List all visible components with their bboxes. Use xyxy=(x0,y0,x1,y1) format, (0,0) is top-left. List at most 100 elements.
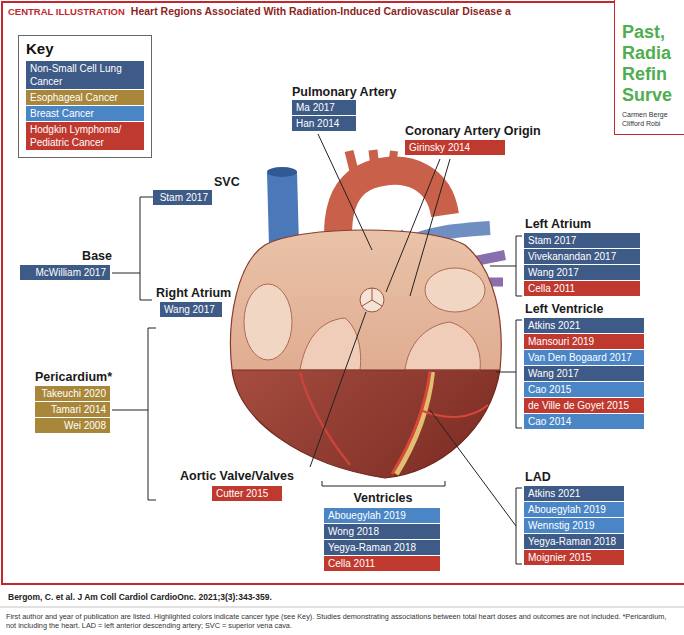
study-label: Abouegylah 2019 xyxy=(528,504,606,515)
study-label: Van Den Bogaard 2017 xyxy=(528,352,632,363)
heart-cutaway xyxy=(230,230,501,370)
study-bar: Wong 2018 xyxy=(324,524,440,539)
region-heading: Pulmonary Artery xyxy=(292,85,396,99)
leader-line xyxy=(318,134,372,250)
region-heading: Ventricles xyxy=(353,491,412,505)
study-bar: Stam 2017 xyxy=(524,233,640,248)
caption: First author and year of publication are… xyxy=(6,612,678,630)
study-bar: Stam 2017 xyxy=(153,190,212,205)
bracket xyxy=(490,236,522,296)
study-bar: Ma 2017 xyxy=(292,100,356,115)
study-bar: Cella 2011 xyxy=(324,556,440,571)
legend-label: Non-Small Cell Lung Cancer xyxy=(30,63,122,87)
article-title-box: Past, Radia Refin SurveCarmen Berge Clif… xyxy=(614,0,684,135)
svc-opening xyxy=(267,167,297,177)
study-label: Yegya-Raman 2018 xyxy=(528,536,616,547)
region-heading: Left Ventricle xyxy=(525,302,604,316)
study-bar: Atkins 2021 xyxy=(524,318,644,333)
study-label: Wennstig 2019 xyxy=(528,520,595,531)
bracket xyxy=(322,481,445,486)
study-bar: Cutter 2015 xyxy=(212,486,282,501)
title: CENTRAL ILLUSTRATION xyxy=(8,5,125,18)
right-ventricle-cavity xyxy=(300,318,361,370)
study-bar: Cao 2014 xyxy=(524,414,644,429)
study-bar: Wang 2017 xyxy=(524,366,644,381)
region-heading: Aortic Valve/Valves xyxy=(180,469,294,483)
region-heading: Base xyxy=(82,249,112,263)
study-bar: Moignier 2015 xyxy=(524,550,624,565)
study-label: Stam 2017 xyxy=(160,192,208,203)
region-heading: LAD xyxy=(525,470,551,484)
leader-line xyxy=(310,312,366,467)
bracket xyxy=(496,320,522,428)
study-bar: Mansouri 2019 xyxy=(524,334,644,349)
study-label: Wang 2017 xyxy=(164,304,215,315)
lad-artery xyxy=(392,372,430,474)
study-bar: de Ville de Goyet 2015 xyxy=(524,398,644,413)
leader-line xyxy=(386,159,440,292)
study-bar: Atkins 2021 xyxy=(524,486,624,501)
study-bar: Han 2014 xyxy=(292,116,356,131)
aortic-valve xyxy=(360,288,384,312)
study-bar: Van Den Bogaard 2017 xyxy=(524,350,644,365)
study-bar: Tamari 2014 xyxy=(35,402,110,417)
study-bar: Cao 2015 xyxy=(524,382,644,397)
study-bar: Girinsky 2014 xyxy=(405,140,505,155)
study-label: Cella 2011 xyxy=(528,283,575,294)
valve-cusps xyxy=(362,288,382,306)
study-bar: McWilliam 2017 xyxy=(20,265,110,280)
study-bar: Abouegylah 2019 xyxy=(524,502,624,517)
cut-line xyxy=(232,369,500,370)
bracket xyxy=(430,410,522,564)
left-ventricle-cavity xyxy=(405,322,480,370)
study-bar: Takeuchi 2020 xyxy=(35,386,110,401)
region-heading: Right Atrium xyxy=(156,286,231,300)
bracket xyxy=(112,328,156,500)
legend-swatch: Non-Small Cell Lung Cancer xyxy=(26,61,144,89)
study-label: Wei 2008 xyxy=(64,420,106,431)
study-label: Mansouri 2019 xyxy=(528,336,594,347)
study-label: Girinsky 2014 xyxy=(409,142,470,153)
study-label: Cao 2014 xyxy=(528,416,571,427)
region-heading: Pericardium* xyxy=(35,370,112,384)
leader-lines xyxy=(112,134,522,564)
study-label: Wang 2017 xyxy=(528,267,579,278)
study-label: Atkins 2021 xyxy=(528,320,580,331)
study-label: Takeuchi 2020 xyxy=(42,388,107,399)
study-label: Cella 2011 xyxy=(328,558,375,569)
article-title: Past, Radia Refin Surve xyxy=(622,22,684,106)
legend-label: Hodgkin Lymphoma/ Pediatric Cancer xyxy=(30,124,121,148)
study-bar: Wei 2008 xyxy=(35,418,110,433)
study-label: Moignier 2015 xyxy=(528,552,591,563)
legend-swatch: Hodgkin Lymphoma/ Pediatric Cancer xyxy=(26,122,144,150)
study-label: Vivekanandan 2017 xyxy=(528,251,616,262)
study-bar: Yegya-Raman 2018 xyxy=(524,534,624,549)
right-atrium-cavity xyxy=(244,284,292,360)
study-label: Atkins 2021 xyxy=(528,488,580,499)
study-label: Tamari 2014 xyxy=(51,404,106,415)
study-bar: Wennstig 2019 xyxy=(524,518,624,533)
citation: Bergom, C. et al. J Am Coll Cardiol Card… xyxy=(8,592,272,603)
study-bar: Wang 2017 xyxy=(524,265,640,280)
study-label: Ma 2017 xyxy=(296,102,335,113)
title-text: Heart Regions Associated With Radiation-… xyxy=(131,5,511,18)
authors: Carmen Berge Clifford Robi xyxy=(622,110,684,128)
left-atrium-cavity xyxy=(425,268,485,312)
study-label: Han 2014 xyxy=(296,118,339,129)
legend-swatch: Breast Cancer xyxy=(26,106,144,121)
study-label: Cutter 2015 xyxy=(216,488,268,499)
region-heading: SVC xyxy=(214,175,240,189)
study-label: Wang 2017 xyxy=(528,368,579,379)
bracket xyxy=(112,197,156,300)
key-box: KeyNon-Small Cell Lung CancerEsophageal … xyxy=(18,35,152,158)
key-heading: Key xyxy=(26,39,144,58)
study-label: Cao 2015 xyxy=(528,384,571,395)
legend-swatch: Esophageal Cancer xyxy=(26,90,144,105)
study-label: Yegya-Raman 2018 xyxy=(328,542,416,553)
study-label: Abouegylah 2019 xyxy=(328,510,406,521)
study-bar: Vivekanandan 2017 xyxy=(524,249,640,264)
study-bar: Yegya-Raman 2018 xyxy=(324,540,440,555)
leader-line xyxy=(410,159,450,296)
region-heading: Coronary Artery Origin xyxy=(405,124,541,138)
